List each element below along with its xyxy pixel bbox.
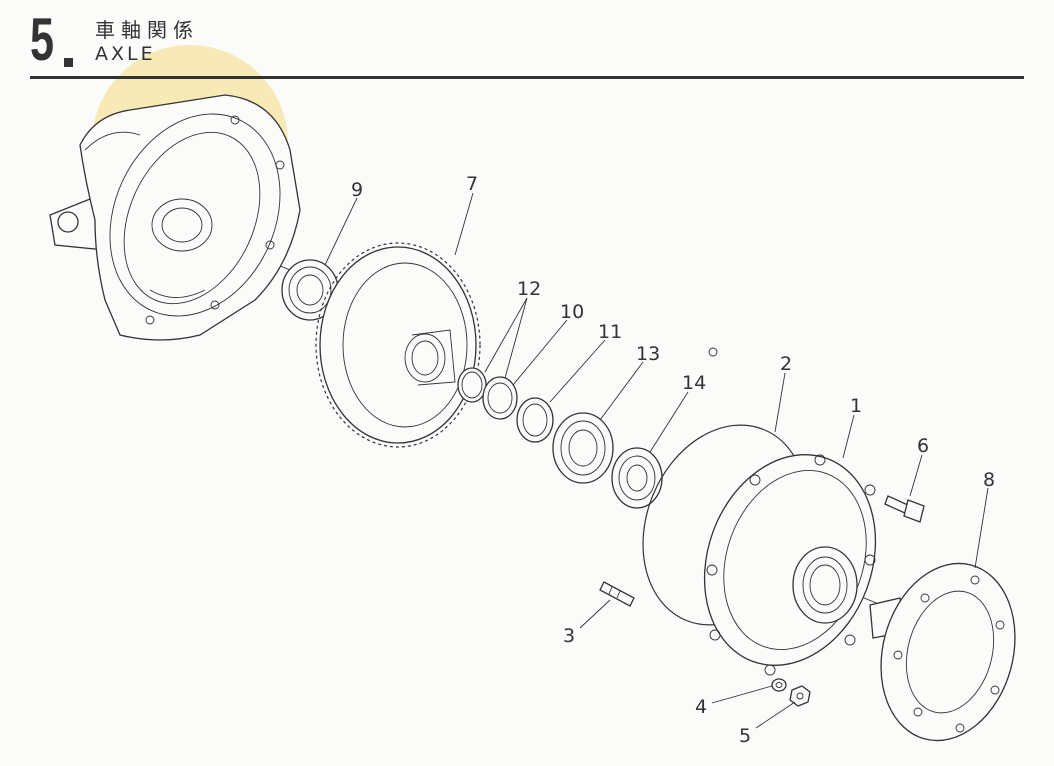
section-number-dot <box>64 58 73 67</box>
callout-13: 13 <box>636 343 660 365</box>
callout-4: 4 <box>695 696 707 718</box>
part-6-bolt <box>884 495 925 523</box>
part-9-bearing <box>281 259 339 321</box>
part-3-stud <box>599 581 635 607</box>
stray-mark <box>708 347 718 357</box>
leader-lines <box>324 192 989 729</box>
part-12-snap-ring <box>457 367 487 403</box>
part-11-spacer <box>516 397 554 443</box>
title-japanese: 車軸関係 <box>95 18 199 42</box>
part-8-flange <box>869 562 1016 742</box>
callout-1: 1 <box>850 395 862 417</box>
part-13-bearing <box>552 412 614 484</box>
knuckle-housing <box>49 94 301 341</box>
callout-8: 8 <box>983 469 995 491</box>
part-4-washer <box>771 678 787 692</box>
part-5-nut <box>789 685 811 707</box>
title-english: AXLE <box>95 43 156 65</box>
callout-11: 11 <box>598 321 622 343</box>
header-rule <box>30 76 1024 79</box>
callout-14: 14 <box>682 372 706 394</box>
part-7-gear <box>315 242 481 448</box>
page-header: 5 車軸関係 AXLE <box>0 0 1054 80</box>
callout-7: 7 <box>466 173 478 195</box>
part-1-cover <box>703 454 877 676</box>
callout-10: 10 <box>560 301 584 323</box>
callout-3: 3 <box>563 625 575 647</box>
part-10-collar <box>482 376 518 420</box>
callout-2: 2 <box>780 353 792 375</box>
part-14-oil-seal <box>611 447 663 509</box>
callout-5: 5 <box>739 725 751 747</box>
callout-12: 12 <box>517 278 541 300</box>
callout-6: 6 <box>917 435 929 457</box>
callout-9: 9 <box>351 179 363 201</box>
section-number: 5 <box>30 6 54 73</box>
